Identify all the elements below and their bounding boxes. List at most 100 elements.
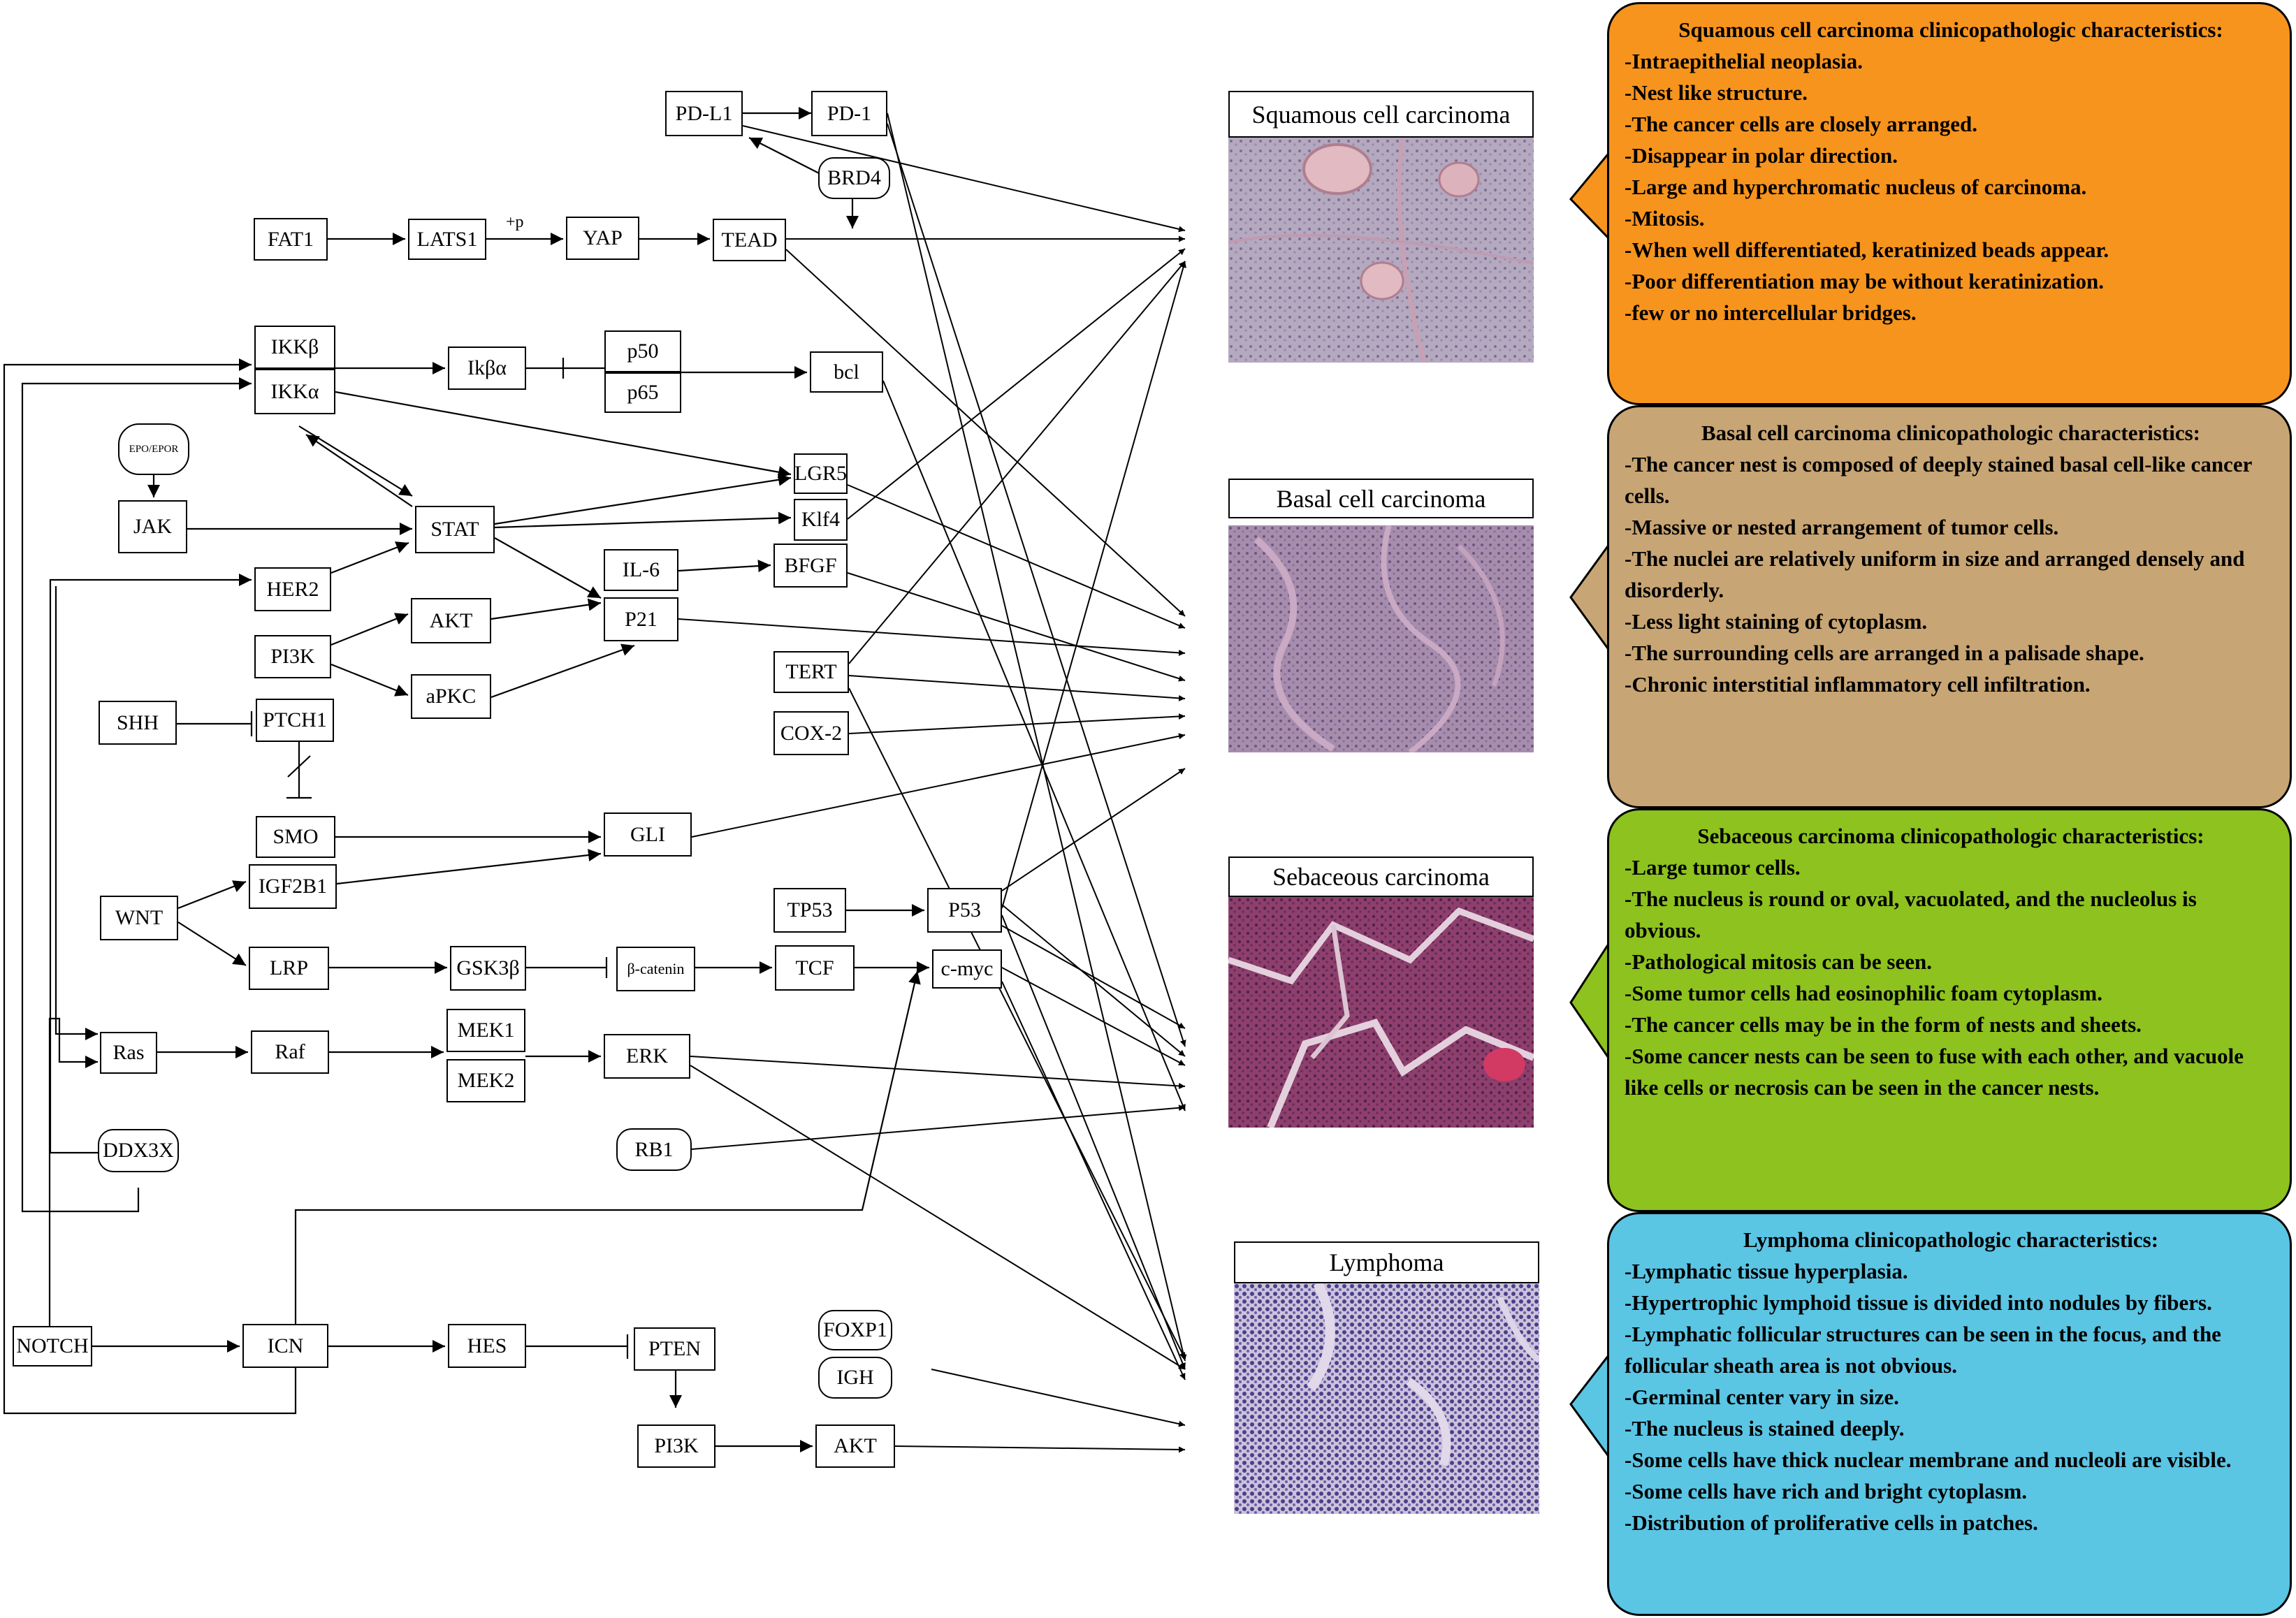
- node-gli: GLI: [604, 812, 692, 857]
- card-title: Squamous cell carcinoma clinicopathologi…: [1678, 17, 2223, 42]
- phosphorylation-label: +p: [506, 213, 524, 231]
- characteristics-card-basal: Basal cell carcinoma clinicopathologic c…: [1607, 405, 2292, 808]
- card-item: -Poor differentiation may be without ker…: [1625, 269, 2104, 293]
- card-item: -Large and hyperchromatic nucleus of car…: [1625, 175, 2087, 199]
- node-igh: IGH: [818, 1357, 892, 1399]
- node-il6: IL-6: [604, 549, 678, 591]
- node-wnt: WNT: [100, 896, 178, 940]
- histology-image-sebaceous: [1228, 897, 1534, 1128]
- card-item: -Disappear in polar direction.: [1625, 143, 1898, 168]
- card-title: Sebaceous carcinoma clinicopathologic ch…: [1697, 824, 2204, 848]
- card-item: -Some tumor cells had eosinophilic foam …: [1625, 981, 2102, 1005]
- card-item: -The nucleus is stained deeply.: [1625, 1416, 1905, 1441]
- card-item: -Distribution of proliferative cells in …: [1625, 1510, 2038, 1535]
- node-beta-catenin: β-catenin: [616, 947, 695, 991]
- node-rb1: RB1: [616, 1128, 692, 1171]
- node-mek1: MEK1: [446, 1009, 525, 1052]
- card-item: -Mitosis.: [1625, 206, 1705, 231]
- node-ikka: IKKα: [254, 369, 335, 414]
- node-p21: P21: [604, 597, 678, 641]
- node-c-myc: c-myc: [932, 949, 1002, 989]
- node-shh: SHH: [99, 701, 177, 745]
- card-item: -Nest like structure.: [1625, 80, 1808, 105]
- characteristics-card-lymphoma: Lymphoma clinicopathologic characteristi…: [1607, 1212, 2292, 1616]
- node-ptch1: PTCH1: [256, 699, 334, 742]
- card-item: -Lymphatic follicular structures can be …: [1625, 1322, 2221, 1378]
- node-igf2b1: IGF2B1: [249, 864, 337, 909]
- node-pdl1: PD-L1: [665, 91, 743, 136]
- histology-image-basal: [1228, 525, 1534, 752]
- characteristics-card-squamous: Squamous cell carcinoma clinicopathologi…: [1607, 2, 2292, 405]
- node-p65: p65: [604, 372, 681, 413]
- node-stat: STAT: [415, 506, 495, 553]
- node-cox2: COX-2: [773, 711, 849, 755]
- histology-image-squamous: [1228, 138, 1534, 363]
- node-ras: Ras: [100, 1032, 157, 1074]
- tissue-title-basal: Basal cell carcinoma: [1228, 479, 1534, 518]
- node-smo: SMO: [256, 816, 335, 858]
- card-title: Lymphoma clinicopathologic characteristi…: [1743, 1227, 2159, 1252]
- node-notch: NOTCH: [13, 1326, 92, 1366]
- node-klf4: Klf4: [794, 499, 848, 541]
- node-her2: HER2: [254, 567, 331, 611]
- card-item: -few or no intercellular bridges.: [1625, 300, 1917, 325]
- node-pi3k-2: PI3K: [637, 1424, 715, 1468]
- card-title: Basal cell carcinoma clinicopathologic c…: [1701, 421, 2200, 445]
- card-item: -Hypertrophic lymphoid tissue is divided…: [1625, 1290, 2212, 1315]
- node-p50: p50: [604, 330, 681, 372]
- card-item: -Lymphatic tissue hyperplasia.: [1625, 1259, 1908, 1283]
- card-item: -Chronic interstitial inflammatory cell …: [1625, 672, 2091, 697]
- card-item: -Large tumor cells.: [1625, 855, 1801, 880]
- node-ddx3x: DDX3X: [98, 1129, 179, 1172]
- node-tp53: TP53: [773, 888, 846, 933]
- node-gsk3b: GSK3β: [450, 946, 526, 991]
- node-akt-1: AKT: [411, 598, 491, 643]
- node-lats1: LATS1: [408, 219, 486, 260]
- card-item: -Germinal center vary in size.: [1625, 1385, 1899, 1409]
- node-ikkb: IKKβ: [254, 326, 335, 369]
- node-fat1: FAT1: [254, 218, 328, 261]
- card-item: -Some cancer nests can be seen to fuse w…: [1625, 1044, 2244, 1100]
- node-epo-epor: EPO/EPOR: [118, 423, 189, 475]
- node-pi3k-1: PI3K: [254, 635, 331, 678]
- card-item: -Some cells have thick nuclear membrane …: [1625, 1448, 2232, 1472]
- node-pd1: PD-1: [811, 91, 887, 136]
- histology-image-lymphoma: [1234, 1283, 1539, 1514]
- node-yap: YAP: [566, 217, 639, 260]
- node-apkc: aPKC: [411, 674, 491, 719]
- card-item: -Intraepithelial neoplasia.: [1625, 49, 1863, 73]
- card-item: -Pathological mitosis can be seen.: [1625, 949, 1932, 974]
- characteristics-card-sebaceous: Sebaceous carcinoma clinicopathologic ch…: [1607, 808, 2292, 1212]
- node-jak: JAK: [118, 500, 187, 553]
- node-tead: TEAD: [713, 219, 786, 261]
- node-lrp: LRP: [249, 947, 329, 990]
- card-item: -The nucleus is round or oval, vacuolate…: [1625, 887, 2197, 942]
- tissue-title-sebaceous: Sebaceous carcinoma: [1228, 857, 1534, 897]
- card-item: -The cancer cells are closely arranged.: [1625, 112, 1978, 136]
- node-hes: HES: [448, 1324, 526, 1368]
- card-item: -The nuclei are relatively uniform in si…: [1625, 546, 2245, 602]
- node-brd4: BRD4: [818, 157, 890, 199]
- node-mek2: MEK2: [446, 1059, 525, 1102]
- card-item: -The cancer cells may be in the form of …: [1625, 1012, 2142, 1037]
- node-p53: P53: [927, 888, 1002, 933]
- node-pten: PTEN: [634, 1327, 715, 1371]
- card-item: -The cancer nest is composed of deeply s…: [1625, 452, 2252, 508]
- card-item: -Massive or nested arrangement of tumor …: [1625, 515, 2059, 539]
- node-raf: Raf: [251, 1030, 329, 1074]
- tissue-title-squamous: Squamous cell carcinoma: [1228, 91, 1534, 138]
- node-ikba: Ikβα: [448, 347, 526, 390]
- tissue-title-lymphoma: Lymphoma: [1234, 1241, 1539, 1283]
- card-item: -Less light staining of cytoplasm.: [1625, 609, 1928, 634]
- card-item: -When well differentiated, keratinized b…: [1625, 238, 2109, 262]
- node-foxp1: FOXP1: [818, 1310, 892, 1350]
- node-lgr5: LGR5: [794, 453, 848, 494]
- node-tcf: TCF: [775, 945, 855, 991]
- node-icn: ICN: [242, 1324, 328, 1368]
- card-item: -Some cells have rich and bright cytopla…: [1625, 1479, 2028, 1503]
- node-tert: TERT: [773, 651, 849, 693]
- node-bfgf: BFGF: [773, 544, 848, 588]
- node-akt-2: AKT: [815, 1424, 895, 1468]
